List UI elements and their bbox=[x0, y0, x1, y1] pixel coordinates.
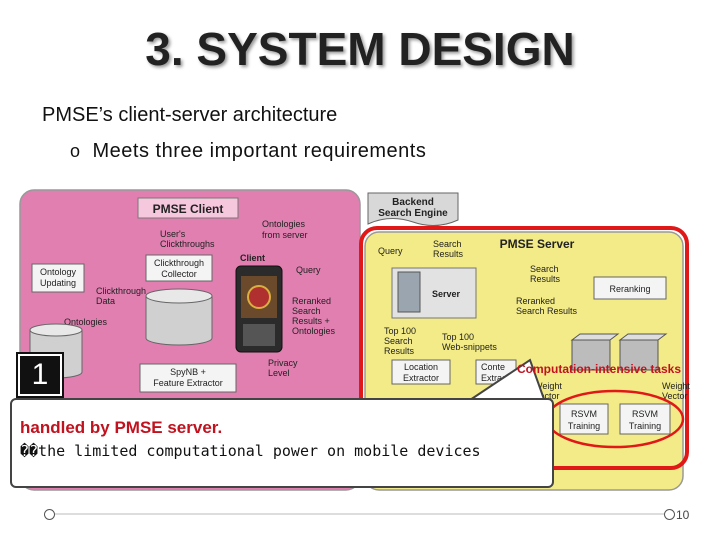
top100-search-3: Results bbox=[384, 346, 415, 356]
callout-number-badge: 1 bbox=[18, 354, 62, 396]
server-title: PMSE Server bbox=[500, 237, 575, 251]
weight-vector-db-1 bbox=[570, 333, 620, 371]
reranked-results-3: Results + bbox=[292, 316, 330, 326]
weight-vector-1a: Weight bbox=[534, 381, 562, 391]
clickthrough-data-2: Data bbox=[96, 296, 115, 306]
footer-right-dot bbox=[664, 509, 675, 520]
reranking-box bbox=[593, 276, 667, 300]
backend-box bbox=[367, 192, 459, 226]
client-title: PMSE Client bbox=[153, 202, 224, 216]
content-extractor-1: Conte bbox=[481, 362, 505, 372]
clickthrough-collector-1: Clickthrough bbox=[154, 258, 204, 268]
rsvm-training-2a: RSVM bbox=[632, 409, 658, 419]
server-tower bbox=[397, 271, 421, 313]
users-clickthroughs-2: Clickthroughs bbox=[160, 239, 215, 249]
content-extractor-2: Extract bbox=[481, 373, 510, 383]
top100-snippets-1: Top 100 bbox=[442, 332, 474, 342]
ontology-updating-1: Ontology bbox=[40, 267, 77, 277]
privacy-level-2: Level bbox=[268, 368, 290, 378]
bullet-architecture: PMSE’s client-server architecture bbox=[42, 104, 338, 126]
phone-keypad bbox=[243, 324, 275, 346]
reranked-results-4: Ontologies bbox=[292, 326, 336, 336]
clickthrough-data-1: Clickthrough bbox=[96, 286, 146, 296]
ontology-updating-2: Updating bbox=[40, 278, 76, 288]
page-number: 10 bbox=[676, 508, 690, 522]
users-clickthroughs-1: User's bbox=[160, 229, 186, 239]
phone-screen-logo bbox=[247, 285, 271, 309]
bullet-marker: o bbox=[70, 141, 81, 161]
reranked-search-results-2: Search Results bbox=[516, 306, 578, 316]
client-title-box bbox=[137, 197, 239, 219]
rsvm-training-box-1 bbox=[559, 403, 609, 435]
ontology-updating-box bbox=[31, 263, 85, 293]
computation-tasks-label: Computation-intensive tasks bbox=[517, 362, 682, 376]
bullet-requirements-text: Meets three important requirements bbox=[92, 140, 427, 162]
location-extractor-1: Location bbox=[404, 362, 438, 372]
reranked-search-results-1: Reranked bbox=[516, 296, 555, 306]
search-results-right-2: Results bbox=[530, 274, 561, 284]
weight-vector-2a: Weight bbox=[662, 381, 690, 391]
reranking-label: Reranking bbox=[609, 284, 650, 294]
rsvm-training-1b: Training bbox=[568, 421, 600, 431]
clickthrough-collector-2: Collector bbox=[161, 269, 197, 279]
slide-title: 3. SYSTEM DESIGN bbox=[145, 23, 575, 75]
backend-line2: Search Engine bbox=[378, 208, 448, 219]
top100-search-1: Top 100 bbox=[384, 326, 416, 336]
search-results-top-2: Results bbox=[433, 249, 464, 259]
query-server: Query bbox=[378, 246, 403, 256]
callout-line-2: ��the limited computational power on mob… bbox=[20, 442, 481, 460]
server-machine-label: Server bbox=[432, 289, 461, 299]
footer-left-dot bbox=[44, 509, 55, 520]
rsvm-training-1a: RSVM bbox=[571, 409, 597, 419]
spynb-box bbox=[139, 363, 237, 393]
backend-line1: Backend bbox=[392, 197, 434, 208]
location-extractor-2: Extractor bbox=[403, 373, 439, 383]
top100-snippets-2: Web-snippets bbox=[442, 342, 497, 352]
callout-box bbox=[10, 398, 554, 488]
ontologies-from-server-2: from server bbox=[262, 230, 308, 240]
reranked-results-2: Search bbox=[292, 306, 321, 316]
client-device-label: Client bbox=[240, 253, 265, 263]
query-client: Query bbox=[296, 265, 321, 275]
spynb-1: SpyNB + bbox=[170, 367, 206, 377]
spynb-2: Feature Extractor bbox=[153, 378, 223, 388]
bullet-requirements: o Meets three important requirements bbox=[70, 140, 426, 163]
top100-search-2: Search bbox=[384, 336, 413, 346]
weight-vector-db-2 bbox=[618, 333, 668, 371]
ontologies-label: Ontologies bbox=[64, 317, 108, 327]
clickthrough-data-db bbox=[145, 288, 213, 346]
rsvm-training-box-2 bbox=[619, 403, 671, 435]
privacy-level-1: Privacy bbox=[268, 358, 298, 368]
callout-line-1: handled by PMSE server. bbox=[20, 418, 223, 437]
rsvm-training-2b: Training bbox=[629, 421, 661, 431]
search-results-top-1: Search bbox=[433, 239, 462, 249]
weight-vector-2b: Vector bbox=[662, 391, 688, 401]
clickthrough-collector-box bbox=[145, 254, 213, 282]
search-results-right-1: Search bbox=[530, 264, 559, 274]
weight-vector-1b: Vector bbox=[534, 391, 560, 401]
location-extractor-box bbox=[391, 359, 451, 385]
reranked-results-1: Reranked bbox=[292, 296, 331, 306]
ontologies-from-server-1: Ontologies bbox=[262, 219, 306, 229]
